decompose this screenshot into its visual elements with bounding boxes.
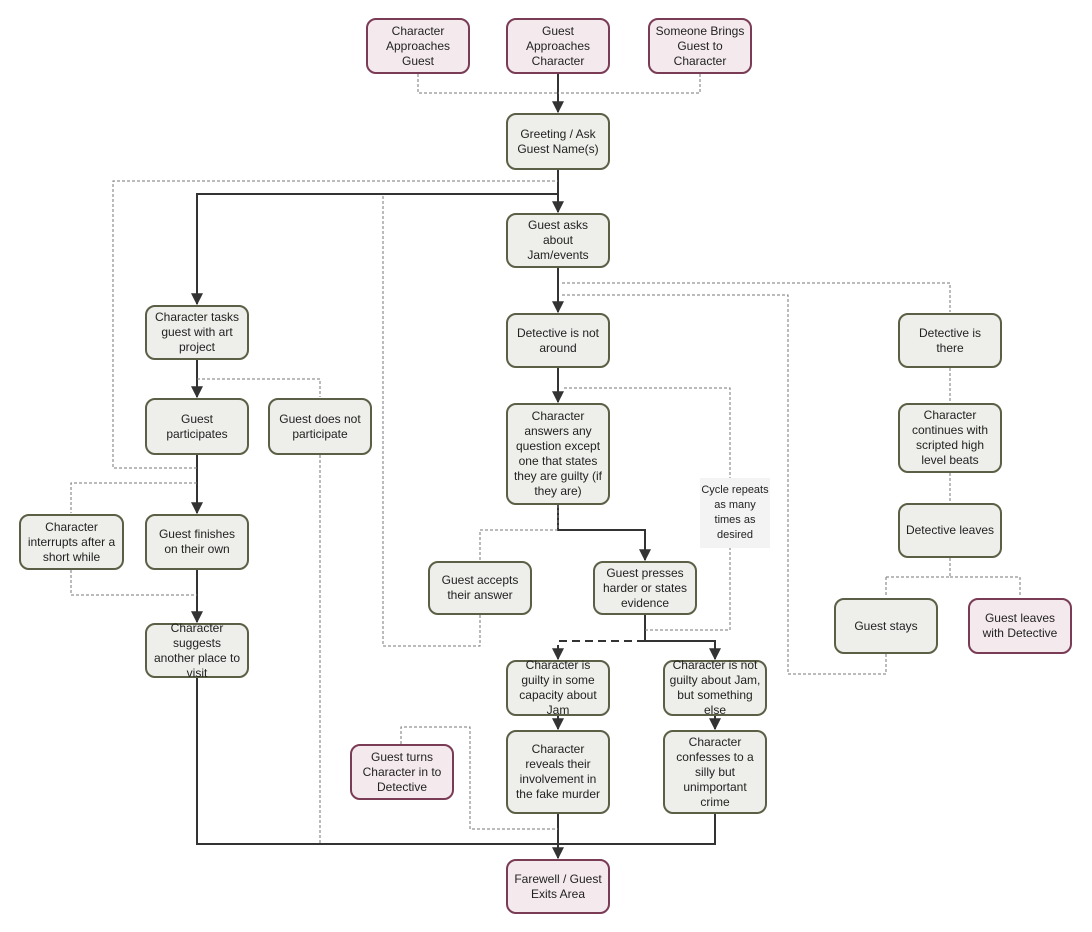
node-someone-brings-guest[interactable]: Someone Brings Guest to Character	[648, 18, 752, 74]
edge-turns-in-to-farewell	[400, 726, 558, 830]
node-character-suggests-place[interactable]: Character suggests another place to visi…	[145, 621, 249, 680]
node-guest-does-not-participate[interactable]: Guest does not participate	[268, 398, 372, 455]
node-character-continues-beats[interactable]: Character continues with scripted high l…	[898, 403, 1002, 473]
node-character-tasks-art-project[interactable]: Character tasks guest with art project	[145, 305, 249, 360]
solid-edges	[191, 74, 721, 860]
dashed-edges	[70, 74, 1021, 844]
edge-suggests-to-farewell	[196, 678, 564, 860]
edge-presses-to-not-guilty	[644, 615, 721, 661]
edge-asks-jam-to-det-there	[562, 282, 951, 312]
edge-participates-loop-back	[112, 180, 558, 469]
edge-answers-to-accepts	[479, 505, 559, 560]
node-guest-leaves-with-detective[interactable]: Guest leaves with Detective	[968, 598, 1072, 654]
edge-tasks-to-not-participate	[197, 378, 321, 397]
node-guest-finishes[interactable]: Guest finishes on their own	[145, 514, 249, 570]
edge-stays-loop-back	[562, 294, 887, 675]
node-character-interrupts[interactable]: Character interrupts after a short while	[19, 514, 124, 570]
node-guest-presses-harder[interactable]: Guest presses harder or states evidence	[593, 561, 697, 615]
node-guest-stays[interactable]: Guest stays	[834, 598, 938, 654]
edge-presses-to-guilty	[552, 640, 645, 661]
node-greeting[interactable]: Greeting / Ask Guest Name(s)	[506, 113, 610, 170]
node-guest-approaches-character[interactable]: Guest Approaches Character	[506, 18, 610, 74]
edge-interrupts-to-suggests	[70, 570, 197, 596]
node-character-confesses[interactable]: Character confesses to a silly but unimp…	[663, 730, 767, 814]
node-guest-participates[interactable]: Guest participates	[145, 398, 249, 455]
edge-split-to-stays	[885, 576, 950, 597]
node-detective-leaves[interactable]: Detective leaves	[898, 503, 1002, 558]
edge-greeting-to-tasks-art	[191, 193, 558, 306]
node-character-not-guilty[interactable]: Character is not guilty about Jam, but s…	[663, 658, 767, 717]
node-detective-is-there[interactable]: Detective is there	[898, 313, 1002, 368]
node-character-approaches-guest[interactable]: Character Approaches Guest	[366, 18, 470, 74]
node-detective-not-around[interactable]: Detective is not around	[506, 313, 610, 368]
edge-accepts-loop-back	[382, 194, 481, 647]
node-guest-asks-about-jam[interactable]: Guest asks about Jam/events	[506, 213, 610, 268]
edge-char-approaches-merge	[417, 74, 558, 94]
edge-answers-to-presses	[557, 505, 651, 562]
edge-split-to-leaves-with	[950, 576, 1021, 597]
node-character-reveals-involvement[interactable]: Character reveals their involvement in t…	[506, 730, 610, 814]
node-guest-accepts-answer[interactable]: Guest accepts their answer	[428, 561, 532, 615]
node-farewell[interactable]: Farewell / Guest Exits Area	[506, 859, 610, 914]
edge-interrupts-branch	[70, 482, 197, 513]
node-guest-turns-character-in[interactable]: Guest turns Character in to Detective	[350, 744, 454, 800]
edge-someone-brings-merge	[558, 74, 701, 94]
note-cycle-repeats: Cycle repeats as many times as desired	[700, 478, 770, 548]
edge-confesses-to-farewell	[558, 814, 716, 845]
node-character-answers-any-question[interactable]: Character answers any question except on…	[506, 403, 610, 505]
node-character-is-guilty[interactable]: Character is guilty in some capacity abo…	[506, 658, 610, 717]
